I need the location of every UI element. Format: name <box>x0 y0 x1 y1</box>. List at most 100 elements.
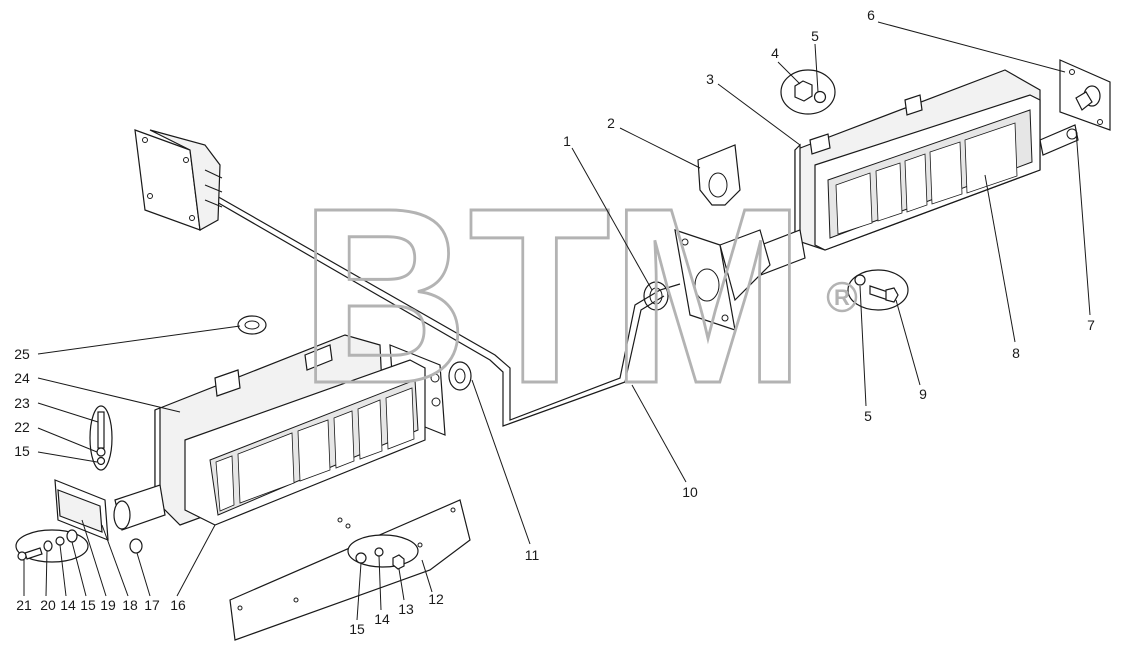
leader-11 <box>471 379 531 545</box>
callout-13: 13 <box>398 601 414 617</box>
callout-7: 7 <box>1087 317 1095 333</box>
callout-23: 23 <box>14 395 30 411</box>
bracket-ribs <box>204 169 223 208</box>
callout-20: 20 <box>40 597 56 613</box>
grommet-25 <box>237 315 267 335</box>
leader-4 <box>777 61 801 85</box>
leader-19 <box>81 519 107 597</box>
plate-hole <box>450 507 456 513</box>
leader-17 <box>136 552 151 597</box>
leader-20 <box>45 550 48 597</box>
washer-7 <box>1066 128 1078 140</box>
lens-cell <box>904 153 928 213</box>
leader-18 <box>101 524 129 597</box>
grommet-11 <box>448 361 472 391</box>
bracket-side <box>149 129 221 231</box>
plate-12 <box>229 499 471 641</box>
nut-15 <box>66 529 78 543</box>
plate-hole <box>293 597 299 603</box>
leader-25 <box>37 325 241 355</box>
wiring-harness <box>214 194 681 427</box>
callout-12: 12 <box>428 591 444 607</box>
callout-17: 17 <box>144 597 160 613</box>
cable-10 <box>214 194 681 421</box>
right-lamp-assembly <box>643 59 1111 331</box>
mount-flange <box>674 229 736 331</box>
lens-cell <box>875 162 903 222</box>
callout-10: 10 <box>682 484 698 500</box>
callout-14a: 14 <box>60 597 76 613</box>
leader-14a <box>59 544 67 597</box>
bolt-23 <box>97 411 105 449</box>
bolt-head-21 <box>17 551 27 561</box>
grommet-25-hole <box>244 320 260 330</box>
registered-mark: R <box>834 285 850 310</box>
leader-5b <box>859 285 867 407</box>
bracket-hole <box>430 373 440 383</box>
flange-opening <box>694 268 720 302</box>
plate-hole <box>237 605 243 611</box>
housing-tab <box>809 133 831 155</box>
lens-cell <box>385 387 415 450</box>
plate-hole <box>183 157 189 163</box>
callout-25: 25 <box>14 346 30 362</box>
leader-lines <box>23 21 1091 621</box>
leader-10 <box>631 384 687 483</box>
washer-5 <box>813 90 827 104</box>
housing-tab <box>304 344 333 371</box>
leader-7 <box>1075 129 1091 316</box>
plate-hole <box>345 523 351 529</box>
washer-14 <box>55 536 65 546</box>
bracket-hole <box>431 397 441 407</box>
lens-cell <box>835 172 873 235</box>
lens-cell <box>964 122 1018 194</box>
flange-hole <box>721 314 729 322</box>
leader-24 <box>37 377 181 413</box>
leader-23 <box>37 402 99 423</box>
flange-hole <box>681 238 689 246</box>
watermark: BTM R <box>299 155 858 437</box>
plate-hole <box>1069 69 1075 75</box>
nut-4 <box>794 80 813 102</box>
plate-hole <box>189 215 195 221</box>
leader-15b <box>71 541 87 597</box>
nut-13 <box>392 554 405 570</box>
leader-15c <box>356 562 362 621</box>
grommet-11-hole <box>454 368 466 384</box>
plate-hole <box>142 137 148 143</box>
callout-11: 11 <box>525 547 540 563</box>
callout-18: 18 <box>122 597 138 613</box>
cable-clip-7 <box>1075 91 1093 111</box>
callout-2: 2 <box>607 115 615 131</box>
leader-6 <box>877 21 1066 73</box>
plate-hole <box>147 193 153 199</box>
lens-cell <box>297 419 331 482</box>
leader-16 <box>176 524 216 597</box>
callout-24: 24 <box>14 370 30 386</box>
leader-8 <box>984 174 1016 343</box>
lens-cell <box>357 399 383 460</box>
callout-22: 22 <box>14 419 30 435</box>
leader-2 <box>619 127 701 169</box>
left-lamp-assembly <box>15 315 472 563</box>
callout-19: 19 <box>100 597 116 613</box>
callout-3: 3 <box>706 71 714 87</box>
leader-15a <box>37 451 98 463</box>
callout-16: 16 <box>170 597 186 613</box>
callout-6: 6 <box>867 7 875 23</box>
clamp-2 <box>697 144 741 206</box>
callout-5b: 5 <box>864 408 872 424</box>
lens-cell <box>929 141 963 205</box>
callout-14b: 14 <box>374 611 390 627</box>
callout-15a: 15 <box>14 443 30 459</box>
washer-15c <box>355 552 367 564</box>
mount-bracket <box>719 229 771 302</box>
registered-mark-circle <box>826 281 858 313</box>
plate-hole <box>337 517 343 523</box>
callout-labels: 1 2 3 4 5 6 7 8 5 9 10 11 25 24 23 22 15… <box>14 7 1095 637</box>
lens-cell <box>237 432 295 504</box>
leader-1 <box>571 147 653 291</box>
clamp-bore <box>708 172 728 198</box>
plate-hole <box>1097 119 1103 125</box>
